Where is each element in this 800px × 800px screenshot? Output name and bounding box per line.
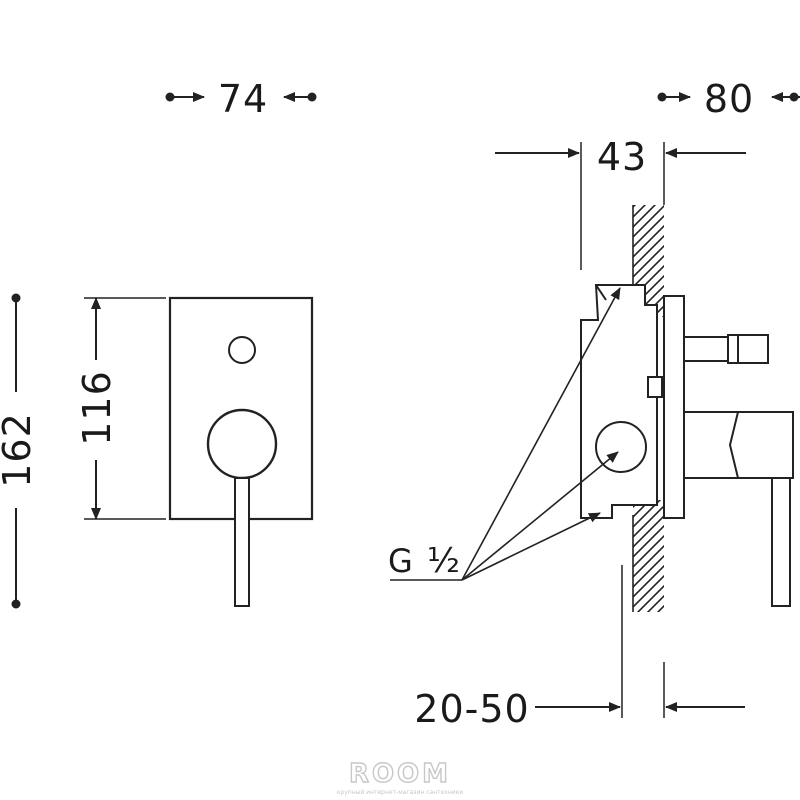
label-wall-range: 20-50 [414,687,529,731]
diverter-stem [683,334,769,364]
dimension-wall-range [535,565,745,718]
thread-main-text: G [388,542,413,580]
side-handle [683,411,794,607]
diverter-knob [228,336,256,364]
label-total-height: 162 [0,412,39,488]
dimension-body-depth [495,142,746,270]
thread-leaders [390,287,621,581]
wall-hatch-lower [633,500,664,612]
side-view [390,92,800,718]
front-view [11,92,317,609]
thread-fraction-text: ½ [427,541,460,581]
dimension-side-depth [657,92,800,102]
cover-plate-section [663,295,685,519]
label-body-depth: 43 [597,135,647,179]
lever-handle [234,477,250,607]
label-side-depth: 80 [704,77,754,121]
label-thread-size: G ½ [388,541,460,581]
label-front-width: 74 [218,77,268,121]
label-plate-height: 116 [75,370,119,446]
valve-body [580,284,663,519]
dimension-plate-height [84,297,166,520]
dimension-total-height [11,293,21,609]
watermark-tagline: крупный интернет-магазин сантехники [337,789,463,796]
watermark-logo: ROOM [349,759,451,789]
handle-base [206,408,278,480]
dimension-front-width [165,92,317,102]
